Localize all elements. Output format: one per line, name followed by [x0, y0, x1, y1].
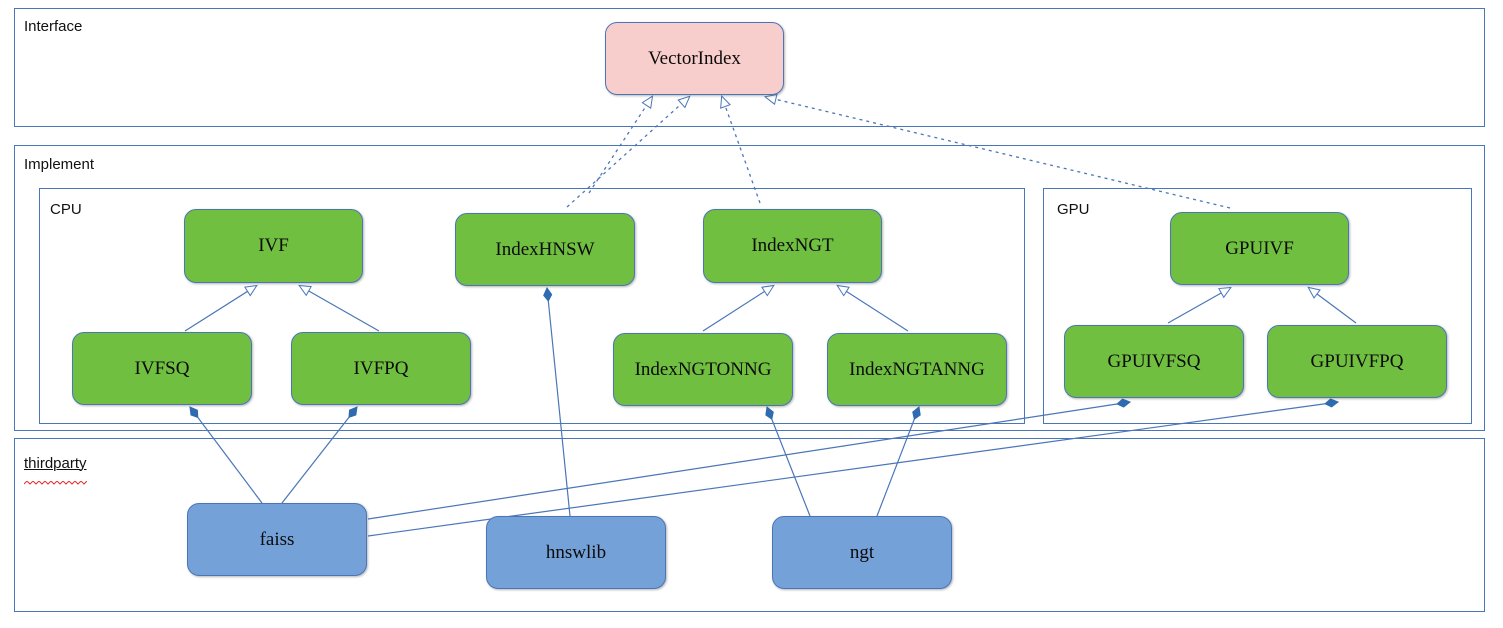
node-gpuivf[interactable]: GPUIVF — [1170, 212, 1349, 285]
edge-gpuivfpq-to-gpuivf — [1307, 286, 1357, 324]
package-label-implement: Implement — [24, 156, 95, 173]
edge-faiss-to-gpuivfpq — [367, 398, 1339, 537]
node-ivfsq[interactable]: IVFSQ — [72, 332, 252, 405]
edge-ivfsq-to-ivf — [184, 284, 258, 332]
node-gpuivfsq[interactable]: GPUIVFSQ — [1064, 325, 1244, 398]
node-ngt[interactable]: ngt — [772, 516, 952, 589]
edge-indexngt-to-vectorindex — [720, 94, 761, 204]
node-vectorindex[interactable]: VectorIndex — [605, 22, 784, 95]
node-ivf[interactable]: IVF — [184, 209, 363, 283]
node-hnswlib[interactable]: hnswlib — [486, 516, 666, 589]
edge-gpuivfsq-to-gpuivf — [1167, 286, 1232, 324]
package-label-cpu: CPU — [50, 201, 82, 218]
package-thirdparty — [14, 438, 1485, 612]
edge-faiss-to-gpuivfsq — [367, 398, 1131, 520]
node-indexngtonng[interactable]: IndexNGTONNG — [613, 333, 793, 406]
node-ivfpq[interactable]: IVFPQ — [291, 332, 471, 405]
node-faiss[interactable]: faiss — [187, 503, 367, 576]
node-gpuivfpq[interactable]: GPUIVFPQ — [1267, 325, 1447, 398]
edge-ngt-to-indexngtonng — [765, 406, 811, 517]
package-label-thirdparty: thirdparty — [24, 455, 87, 472]
node-indexngtanng[interactable]: IndexNGTANNG — [827, 333, 1007, 406]
package-interface — [14, 8, 1485, 127]
package-gpu — [1043, 188, 1472, 424]
node-indexhnsw[interactable]: IndexHNSW — [455, 213, 635, 286]
node-indexngt[interactable]: IndexNGT — [703, 209, 882, 283]
edge-indexngtonng-to-indexngt — [702, 284, 775, 332]
edge-hnswlib-to-indexhnsw — [543, 286, 571, 517]
package-cpu — [39, 188, 1025, 424]
edge-ivfpq-to-ivf — [298, 284, 380, 332]
edge-ngt-to-indexngtanng — [876, 406, 921, 517]
package-label-interface: Interface — [24, 18, 83, 35]
package-implement — [14, 145, 1485, 431]
edge-indexngtanng-to-indexngt — [836, 284, 909, 332]
package-label-gpu: GPU — [1057, 201, 1090, 218]
edge-gpuivf-to-vectorindex — [763, 93, 1231, 209]
